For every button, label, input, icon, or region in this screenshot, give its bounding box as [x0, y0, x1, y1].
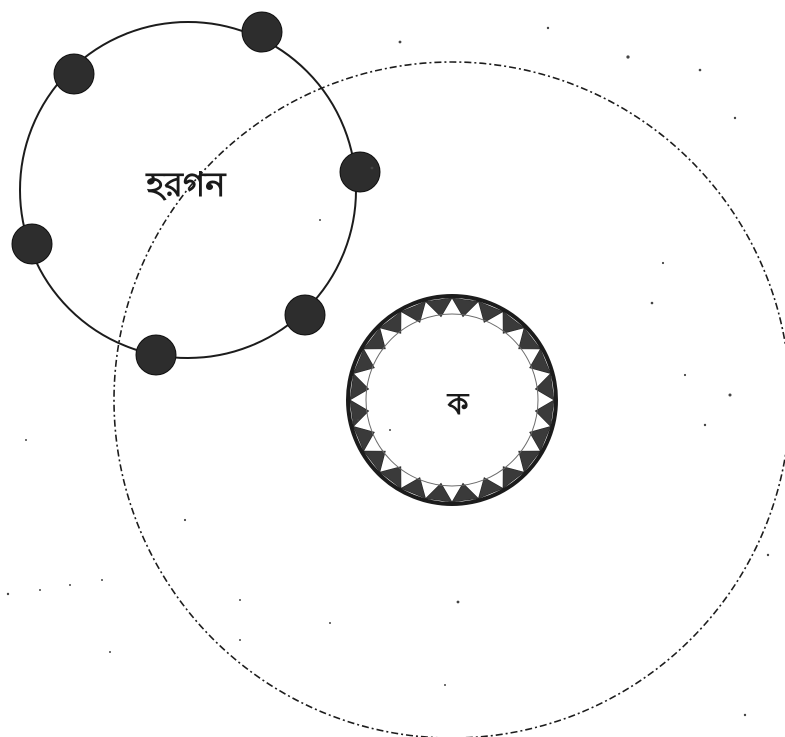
ring-node — [12, 224, 52, 264]
ring-node — [285, 295, 325, 335]
ring-node — [54, 54, 94, 94]
inner-circle-label: ক — [447, 387, 470, 422]
small-circle-label: হরগন — [145, 165, 227, 205]
ring-node — [340, 152, 380, 192]
ring-node — [242, 12, 282, 52]
speck-marks — [7, 27, 769, 716]
ring-node — [136, 335, 176, 375]
